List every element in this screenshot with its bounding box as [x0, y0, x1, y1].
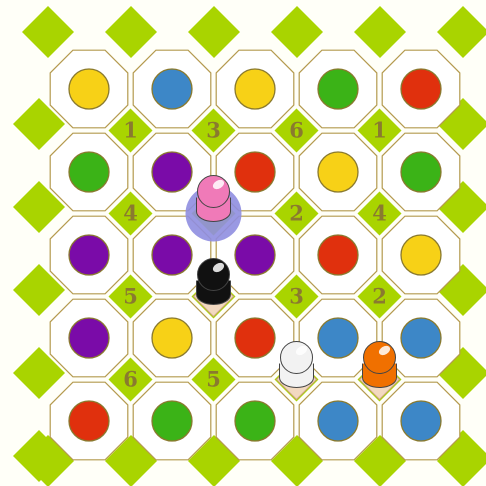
pawn-head	[198, 259, 230, 291]
junction-number: 4	[372, 201, 387, 226]
purple-dot	[152, 235, 192, 275]
yellow-dot	[318, 152, 358, 192]
board-cell[interactable]	[216, 50, 294, 128]
purple-dot	[152, 152, 192, 192]
board-cell[interactable]	[382, 216, 460, 294]
border-diamond-top	[354, 6, 406, 58]
junction-number: 3	[289, 284, 304, 309]
red-dot	[69, 401, 109, 441]
board-cell[interactable]	[382, 50, 460, 128]
junction-number: 4	[123, 201, 138, 226]
board-cell[interactable]	[50, 50, 128, 128]
purple-dot	[69, 235, 109, 275]
green-dot	[235, 401, 275, 441]
junction-number: 5	[123, 284, 138, 309]
red-dot	[235, 152, 275, 192]
yellow-dot	[235, 69, 275, 109]
black-pawn[interactable]	[194, 259, 234, 317]
border-diamond-top	[105, 6, 157, 58]
green-dot	[318, 69, 358, 109]
blue-dot	[318, 318, 358, 358]
pawn-head	[198, 176, 230, 208]
junction-number: 2	[372, 284, 387, 309]
board-cell[interactable]	[299, 50, 377, 128]
border-diamond-top	[437, 6, 486, 58]
junction-number: 5	[206, 367, 221, 392]
board-cell[interactable]	[382, 382, 460, 460]
junction-number: 6	[123, 367, 138, 392]
board-cell[interactable]	[50, 216, 128, 294]
red-dot	[401, 69, 441, 109]
green-dot	[69, 152, 109, 192]
board-cell[interactable]	[50, 382, 128, 460]
junction-number: 2	[289, 201, 304, 226]
red-dot	[318, 235, 358, 275]
purple-dot	[69, 318, 109, 358]
cell-layer	[50, 50, 460, 460]
board-cell[interactable]	[50, 299, 128, 377]
orange-pawn[interactable]	[360, 342, 400, 400]
board-cell[interactable]	[382, 133, 460, 211]
board-cell[interactable]	[50, 133, 128, 211]
border-diamond-top	[271, 6, 323, 58]
junction-number: 6	[289, 118, 304, 143]
yellow-dot	[69, 69, 109, 109]
board-cell[interactable]	[216, 382, 294, 460]
board-cell[interactable]	[133, 50, 211, 128]
green-dot	[152, 401, 192, 441]
board-cell[interactable]	[133, 299, 211, 377]
blue-dot	[152, 69, 192, 109]
junction-number: 1	[372, 118, 387, 143]
board-cell[interactable]	[299, 382, 377, 460]
yellow-dot	[401, 235, 441, 275]
purple-dot	[235, 235, 275, 275]
yellow-dot	[152, 318, 192, 358]
border-diamond-top	[188, 6, 240, 58]
junction-number: 3	[206, 118, 221, 143]
red-dot	[235, 318, 275, 358]
blue-dot	[401, 318, 441, 358]
junction-number: 1	[123, 118, 138, 143]
pawn-head	[281, 342, 313, 374]
board-cell[interactable]	[133, 382, 211, 460]
pawn-head	[364, 342, 396, 374]
blue-dot	[401, 401, 441, 441]
white-pawn[interactable]	[277, 342, 317, 400]
board-cell[interactable]	[299, 133, 377, 211]
board-cell[interactable]	[299, 216, 377, 294]
green-dot	[401, 152, 441, 192]
border-diamond-top	[22, 6, 74, 58]
blue-dot	[318, 401, 358, 441]
